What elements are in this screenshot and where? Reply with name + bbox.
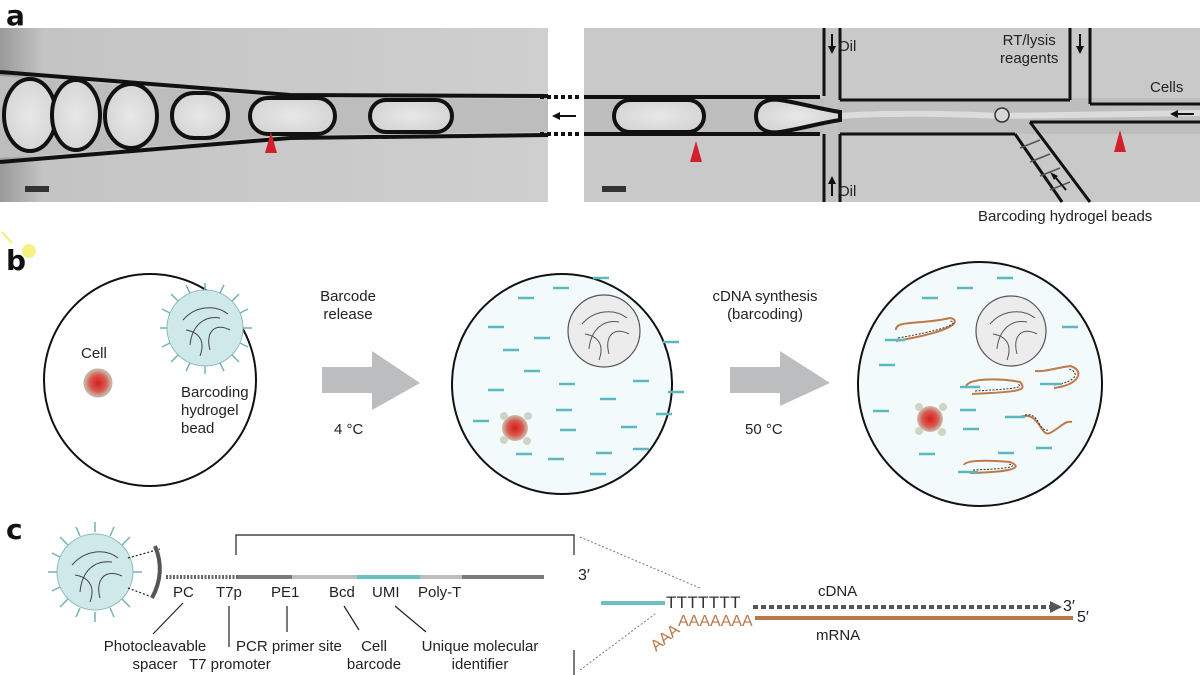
empty-bead-icon [567, 294, 641, 368]
cell-icon [83, 368, 113, 398]
droplet [170, 91, 230, 140]
label-cell: Cell [81, 345, 107, 362]
bead-chain [1019, 139, 1071, 191]
seg-desc-t7p: T7 promoter [189, 656, 271, 673]
label-oil-top: Oil [838, 38, 857, 55]
panel-a-break [540, 95, 580, 136]
cursor-highlight [22, 244, 36, 258]
label-oil-bottom: Oil [838, 183, 857, 200]
red-arrowhead-icon [1114, 130, 1126, 152]
scale-bar [602, 186, 626, 192]
scale-bar [25, 186, 49, 192]
step2-title: cDNA synthesis (barcoding) [712, 288, 818, 323]
step1-title: Barcode release [320, 288, 376, 323]
droplet-cdna-synthesis [857, 261, 1103, 507]
bead-surface-arc [150, 545, 162, 599]
seg-abbr-pc: PC [173, 584, 194, 601]
bracket [235, 534, 575, 555]
poly-t-text: TTTTTTT [666, 593, 741, 612]
arrow-down-icon [1076, 34, 1084, 54]
droplet [248, 96, 337, 136]
seg-abbr-t7p: T7p [216, 584, 242, 601]
poly-a-text: AAAAAAA [678, 613, 753, 630]
arrow-down-icon [828, 34, 836, 54]
seg-desc-pc: Photocleavable spacer [103, 638, 207, 673]
seg-abbr-umi: UMI [372, 584, 400, 601]
lysed-cell-icon [500, 412, 532, 445]
step2-temp: 50 °C [745, 421, 783, 438]
droplet [50, 78, 102, 152]
seg-abbr-polyt: Poly-T [418, 584, 462, 601]
panel-label-a: a [6, 0, 25, 32]
label-cdna-3prime: 3′ [1063, 598, 1075, 615]
label-mrna-5prime: 5′ [1077, 609, 1089, 626]
seg-desc-bcd: Cell barcode [346, 638, 402, 673]
label-cells: Cells [1150, 79, 1184, 96]
arrow-left-icon [1170, 110, 1194, 118]
arrow-up-icon [828, 176, 836, 196]
released-barcodes [473, 276, 684, 476]
red-arrowhead-icon [690, 141, 702, 162]
droplet [612, 98, 706, 134]
label-cdna: cDNA [818, 583, 858, 600]
droplet [753, 97, 842, 135]
cdna-strand [1034, 364, 1080, 389]
panel-label-c: c [6, 513, 23, 546]
label-mrna: mRNA [816, 627, 861, 644]
empty-bead-icon [975, 295, 1047, 367]
seg-abbr-pe1: PE1 [271, 584, 300, 601]
hydrogel-bead-icon [160, 283, 252, 374]
cdna-strand [960, 378, 1024, 395]
process-arrow-icon [322, 351, 420, 410]
label-barcoding-beads: Barcoding hydrogel beads [978, 208, 1153, 225]
label-barcoding-bead: Barcoding hydrogel bead [181, 384, 249, 437]
droplet [368, 98, 454, 134]
droplet-initial [43, 273, 257, 487]
lysed-cell-icon [915, 403, 947, 436]
hydrogel-bead-icon [48, 522, 142, 622]
label-rt-lysis: RT/lysis reagents [1000, 32, 1059, 67]
panel-label-b: b [6, 244, 27, 277]
micrograph-right [584, 28, 1200, 203]
process-arrow-icon [730, 351, 830, 406]
cdna-arrowhead-icon [1050, 601, 1062, 613]
free-barcodes [873, 276, 1078, 456]
micrograph-left [0, 28, 549, 202]
droplet [103, 82, 159, 150]
cdna-strand [885, 316, 956, 342]
step1-temp: 4 °C [334, 421, 364, 438]
droplet-barcode-release [451, 273, 684, 495]
seg-desc-pe1: PCR primer site [236, 638, 342, 655]
arrow-diagonal-icon [1050, 172, 1067, 191]
seg-abbr-bcd: Bcd [329, 584, 355, 601]
barcoded-cdna-strands [885, 316, 1080, 474]
seg-desc-umi: Unique molecular identifier [421, 638, 539, 673]
label-three-prime: 3′ [578, 567, 590, 584]
cdna-strand [1005, 414, 1073, 435]
leader-lines [152, 602, 575, 675]
flow-arrow-left-icon [552, 112, 576, 120]
cdna-strand [958, 459, 1017, 474]
red-arrowhead-icon [265, 132, 277, 153]
